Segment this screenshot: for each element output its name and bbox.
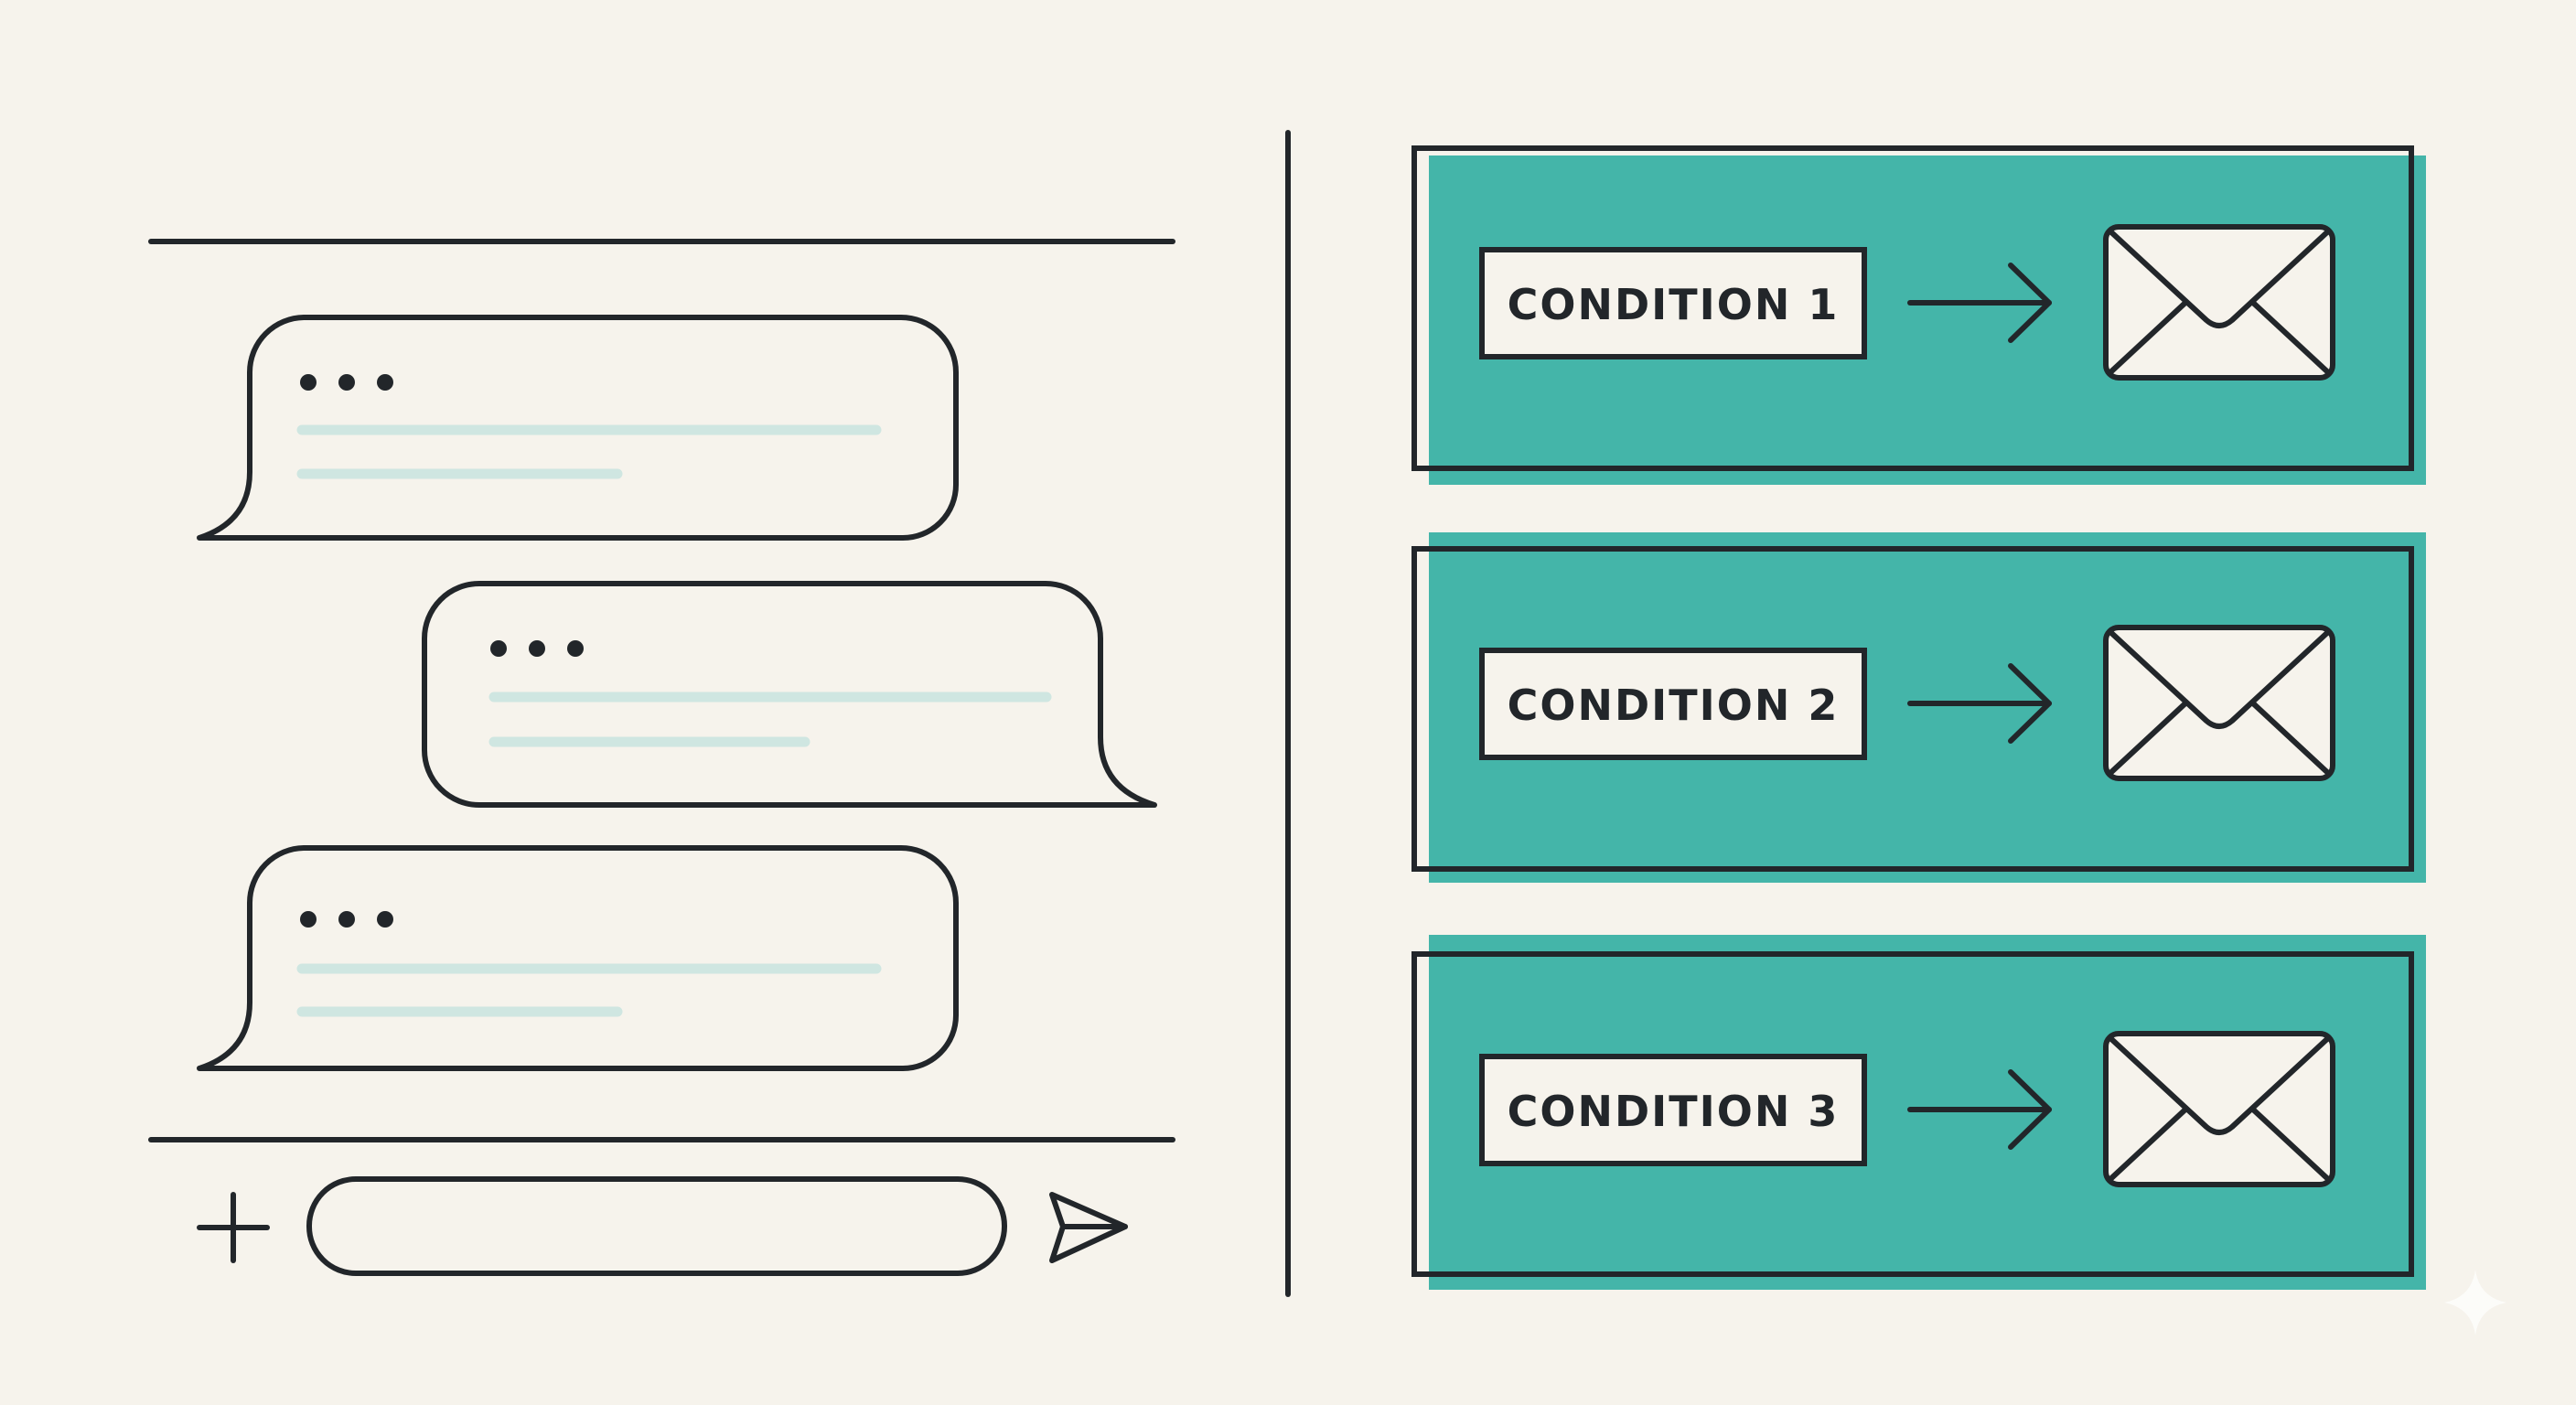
chat-message-bubble[interactable] — [422, 581, 1157, 808]
condition-label: CONDITION 2 — [1508, 681, 1840, 730]
envelope-icon[interactable] — [2103, 625, 2335, 781]
arrow-right-icon — [1907, 1069, 2052, 1150]
plus-icon[interactable] — [192, 1189, 270, 1263]
condition-label: CONDITION 3 — [1508, 1087, 1840, 1136]
chat-composer — [192, 1176, 1130, 1276]
rules-panel: CONDITION 1 CONDITION 2 — [1411, 145, 2426, 1290]
envelope-icon[interactable] — [2103, 1031, 2335, 1187]
condition-box[interactable]: CONDITION 2 — [1479, 648, 1867, 760]
chat-bubble-outline — [197, 845, 959, 1071]
arrow-right-icon — [1907, 263, 2052, 343]
sparkle-icon — [2444, 1270, 2506, 1335]
ellipsis-icon — [300, 911, 393, 928]
condition-label: CONDITION 1 — [1508, 280, 1840, 329]
ellipsis-icon — [490, 640, 584, 657]
rule-card[interactable]: CONDITION 1 — [1411, 145, 2426, 485]
rule-card-outline — [1411, 951, 2414, 1277]
rule-card-outline — [1411, 145, 2414, 471]
chat-message-bubble[interactable] — [197, 315, 959, 541]
envelope-icon[interactable] — [2103, 224, 2335, 381]
condition-box[interactable]: CONDITION 1 — [1479, 247, 1867, 359]
send-icon[interactable] — [1043, 1189, 1130, 1263]
rule-card[interactable]: CONDITION 2 — [1411, 532, 2426, 883]
condition-box[interactable]: CONDITION 3 — [1479, 1054, 1867, 1166]
arrow-right-icon — [1907, 663, 2052, 744]
message-input[interactable] — [306, 1176, 1007, 1276]
chat-panel — [148, 239, 1175, 1276]
chat-message-bubble[interactable] — [197, 845, 959, 1071]
rule-card-outline — [1411, 546, 2414, 872]
ellipsis-icon — [300, 374, 393, 391]
rule-card[interactable]: CONDITION 3 — [1411, 935, 2426, 1290]
